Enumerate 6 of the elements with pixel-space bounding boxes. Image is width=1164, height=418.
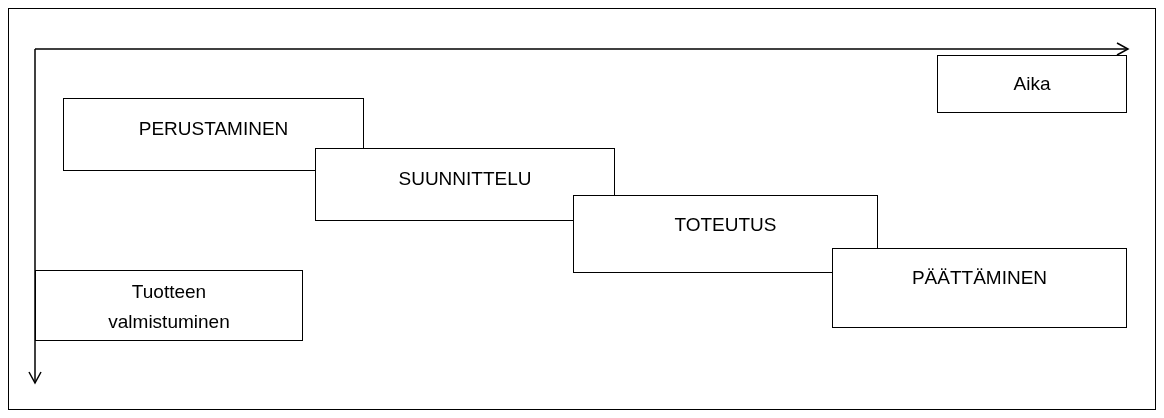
axis-label-box: Tuotteen valmistuminen (35, 270, 303, 341)
phase-box: PÄÄTTÄMINEN (832, 248, 1127, 328)
phase-box: TOTEUTUS (573, 195, 878, 273)
phase-box: PERUSTAMINEN (63, 98, 364, 171)
axis-label-box: Aika (937, 55, 1127, 113)
phase-box: SUUNNITTELU (315, 148, 615, 221)
